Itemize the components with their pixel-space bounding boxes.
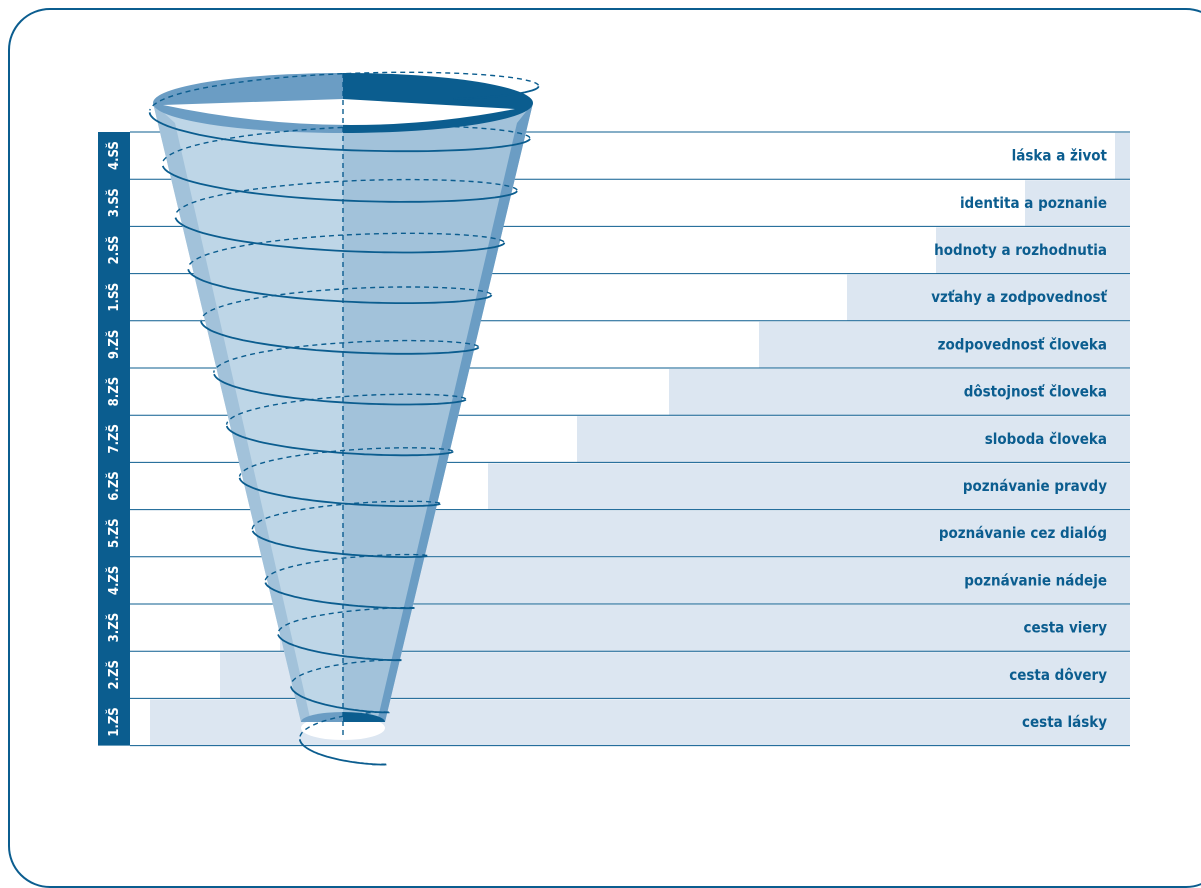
topic-label: poznávanie pravdy bbox=[963, 477, 1107, 495]
grade-label: 6.ZŠ bbox=[106, 471, 122, 501]
grade-column-bg bbox=[98, 132, 130, 746]
spiral-cone-diagram: 4.SŠ 3.SŠ 2.SŠ 1.SŠ 9.ZŠ 8.ZŠ 7.ZŠ 6.ZŠ 5.ZŠ 4.ZŠ… bbox=[98, 71, 1130, 766]
spiral-dashed bbox=[149, 71, 540, 766]
grade-label: 3.ZŠ bbox=[106, 613, 122, 643]
topic-label: hodnoty a rozhodnutia bbox=[934, 241, 1107, 259]
cone-right-half bbox=[343, 103, 533, 722]
topic-label: poznávanie nádeje bbox=[964, 571, 1107, 589]
topic-bar bbox=[936, 227, 1130, 274]
topic-label: zodpovednosť človeka bbox=[938, 335, 1107, 353]
topic-label: cesta dôvery bbox=[1009, 666, 1107, 684]
topic-bar bbox=[150, 699, 1130, 746]
topic-bar bbox=[847, 274, 1130, 321]
topic-labels: láska a život identita a poznanie hodnoty … bbox=[931, 147, 1107, 731]
grade-label: 2.SŠ bbox=[106, 236, 122, 265]
topic-label: láska a život bbox=[1012, 147, 1108, 165]
grade-label: 4.SŠ bbox=[106, 141, 122, 170]
spiral-solid bbox=[148, 85, 540, 766]
topic-bar bbox=[669, 369, 1130, 416]
grade-label: 5.ZŠ bbox=[106, 518, 122, 548]
grade-label: 9.ZŠ bbox=[106, 330, 122, 360]
cone-illustration bbox=[153, 73, 533, 740]
topic-label: poznávanie cez dialóg bbox=[939, 524, 1107, 542]
grade-label: 3.SŠ bbox=[106, 188, 122, 217]
topic-bar bbox=[280, 605, 1130, 652]
topic-label: sloboda človeka bbox=[985, 430, 1107, 448]
topic-bar bbox=[1025, 180, 1130, 227]
bottom-left bbox=[301, 712, 343, 722]
topic-bar bbox=[759, 321, 1130, 368]
topic-bar bbox=[313, 557, 1130, 604]
topic-label: cesta viery bbox=[1024, 619, 1108, 637]
rim-opening bbox=[163, 99, 515, 126]
grade-column: 4.SŠ 3.SŠ 2.SŠ 1.SŠ 9.ZŠ 8.ZŠ 7.ZŠ 6.ZŠ 5.ZŠ 4.ZŠ… bbox=[98, 132, 130, 746]
topic-label: dôstojnosť človeka bbox=[964, 383, 1107, 401]
topic-bar bbox=[488, 463, 1130, 510]
spiral-back bbox=[149, 71, 540, 766]
grade-label: 2.ZŠ bbox=[106, 660, 122, 690]
grade-label: 1.SŠ bbox=[106, 283, 122, 312]
grade-label: 4.ZŠ bbox=[106, 566, 122, 596]
topic-label: vzťahy a zodpovednosť bbox=[931, 288, 1107, 306]
bottom-right bbox=[343, 712, 385, 722]
spiral-front bbox=[148, 85, 540, 766]
cone-right-edge bbox=[377, 103, 533, 722]
grade-label: 1.ZŠ bbox=[106, 707, 122, 737]
cone-left-edge bbox=[153, 103, 311, 722]
topic-bar bbox=[577, 416, 1130, 463]
grade-label: 8.ZŠ bbox=[106, 377, 122, 407]
topic-label: cesta lásky bbox=[1022, 713, 1107, 731]
topic-bars bbox=[130, 131, 1130, 747]
topic-bar bbox=[400, 510, 1130, 557]
topic-bar bbox=[1115, 133, 1130, 180]
topic-label: identita a poznanie bbox=[960, 194, 1107, 212]
grade-label: 7.ZŠ bbox=[106, 424, 122, 454]
